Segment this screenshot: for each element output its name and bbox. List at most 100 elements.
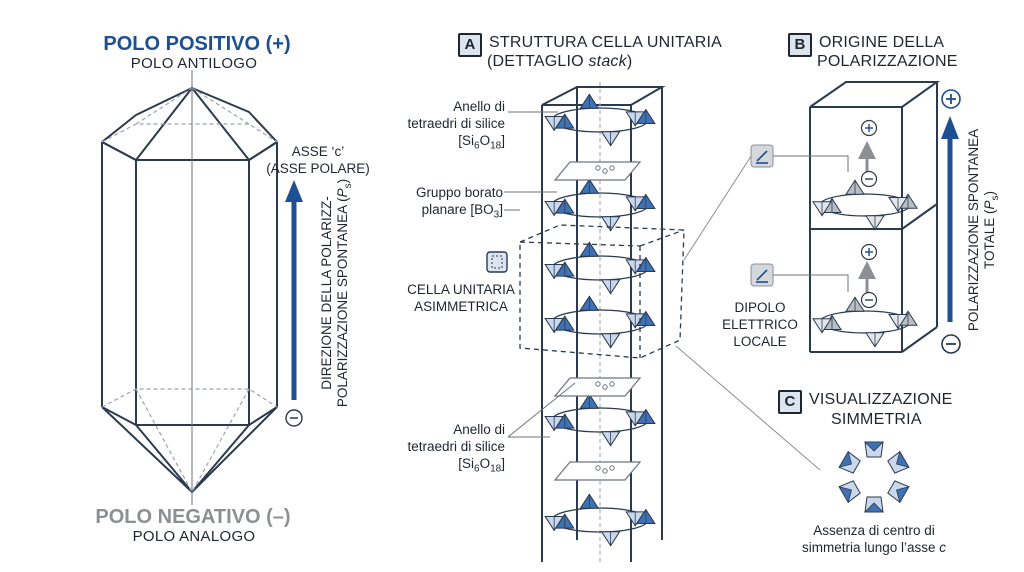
positive-pole-title: POLO POSITIVO (+)	[103, 33, 291, 55]
direction-symbol: P	[335, 188, 351, 198]
dipole-leaders	[773, 155, 849, 292]
ring-formula-top-sub1: 6	[474, 140, 480, 152]
total-label-line2: TOTALE (Ps)	[982, 129, 1004, 331]
polarization-boxes	[809, 81, 941, 353]
silica-ring	[544, 493, 656, 547]
section-b-title-line1: ORIGINE DELLA	[819, 34, 945, 51]
asymmetric-cell-label: CELLA UNITARIA ASIMMETRICA	[407, 281, 515, 315]
ring-formula-top-part3: ]	[501, 133, 505, 148]
borate-label-line2: planare [BO3]	[416, 201, 503, 224]
symmetry-caption-line2: simmetria lungo l’asse c	[802, 539, 946, 556]
dipole-label-line1: DIPOLO	[734, 300, 786, 315]
rosette-tetrahedron-face	[838, 486, 852, 504]
antilog-pole-label: POLO ANTILOGO	[130, 55, 258, 72]
stack-rings	[544, 93, 656, 547]
negative-pole-title: POLO NEGATIVO (–)	[95, 506, 291, 528]
symmetry-caption-text: simmetria lungo l’asse	[801, 540, 940, 555]
section-c-title: C VISUALIZZAZIONE	[778, 390, 952, 414]
section-a-badge: A	[458, 33, 482, 57]
origin-silica-ring	[812, 179, 918, 231]
dipole-charge-glyphs	[865, 124, 873, 301]
silica-ring	[544, 241, 656, 295]
direction-label-line2: POLARIZZAZIONE SPONTANEA (Ps)	[335, 179, 357, 407]
ring-formula-bottom-part1: [Si	[458, 456, 475, 471]
symmetry-caption: Assenza di centro di simmetria lungo l’a…	[802, 522, 946, 556]
borate-label-line1: Gruppo borato	[415, 185, 503, 200]
symmetry-rosette	[838, 441, 910, 513]
hexagonal-crystal	[101, 87, 278, 493]
cell-label-line1: CELLA UNITARIA	[407, 282, 515, 297]
ring-label-top-line2: tetraedri di silice	[407, 116, 505, 131]
ring-formula-bottom-sub1: 6	[474, 463, 480, 475]
ring-label-top-line1: Anello di	[453, 99, 505, 114]
section-c-title-line1: VISUALIZZAZIONE	[809, 391, 953, 408]
section-a-title-line1: STRUTTURA CELLA UNITARIA	[489, 34, 722, 51]
rosette-tetrahedron-face	[896, 486, 910, 504]
ring-formula-top: [Si6O18]	[407, 132, 505, 155]
section-a-subtitle-end: )	[626, 53, 633, 70]
total-label-sub: s	[989, 195, 1001, 201]
borate-planes	[553, 161, 642, 481]
polar-axis-label: ASSE ‘c’ (ASSE POLARE)	[266, 143, 370, 177]
origin-silica-ring	[812, 296, 918, 348]
borate-group-label: Gruppo borato planare [BO3]	[416, 184, 503, 224]
total-polarization-label: POLARIZZAZIONE SPONTANEA TOTALE (Ps)	[966, 129, 1004, 331]
direction-label-line1: DIREZIONE DELLA POLARIZZ-	[319, 196, 335, 390]
total-polarization-arrowhead	[941, 116, 959, 139]
borate-label-end: ]	[499, 202, 503, 217]
unit-cell-legend-icon	[486, 251, 508, 273]
section-a-subtitle: (DETTAGLIO stack)	[487, 52, 632, 71]
silica-ring-label-top: Anello di tetraedri di silice [Si6O18]	[407, 98, 505, 155]
dipole-label-line3: LOCALE	[733, 334, 787, 349]
local-dipole-label: DIPOLO ELETTRICO LOCALE	[722, 299, 798, 350]
section-a-subtitle-text: (DETTAGLIO	[487, 53, 589, 70]
dipole-label-line2: ELETTRICO	[722, 317, 798, 332]
polar-axis-label-line2: (ASSE POLARE)	[266, 161, 370, 176]
ring-formula-bottom-part2: O	[479, 456, 491, 471]
rosette-tetrahedron-face	[864, 441, 884, 452]
section-b-title-line2: POLARIZZAZIONE	[817, 53, 958, 70]
leader-to-origin-box	[683, 149, 756, 261]
total-label-end: )	[982, 190, 998, 196]
ring-formula-bottom-part3: ]	[501, 456, 505, 471]
total-label-line1: POLARIZZAZIONE SPONTANEA	[966, 128, 982, 332]
origin-rings	[812, 179, 918, 348]
section-c-badge: C	[778, 390, 802, 414]
rosette-tetrahedron-face	[864, 502, 884, 513]
direction-line2-end: )	[335, 178, 351, 184]
ring-formula-bottom-sub2: 18	[490, 463, 502, 475]
dipole-charges	[860, 119, 878, 309]
section-c-title-line2: SIMMETRIA	[831, 411, 922, 428]
direction-subscript: s	[342, 183, 354, 189]
rosette-tetrahedron-face	[896, 450, 910, 468]
direction-line2-text: POLARIZZAZIONE SPONTANEA (	[335, 197, 351, 408]
unit-cell-legend-inner	[491, 255, 503, 269]
ring-label-bottom-line1: Anello di	[453, 422, 505, 437]
symmetry-caption-line1: Assenza di centro di	[813, 523, 935, 538]
rosette-tetrahedron-face	[838, 450, 852, 468]
leader-to-symmetry	[675, 345, 821, 471]
ring-formula-top-part1: [Si	[458, 133, 475, 148]
ring-formula-top-sub2: 18	[490, 140, 502, 152]
borate-label-text: planare [BO	[421, 202, 494, 217]
total-label-text: TOTALE (	[982, 209, 998, 270]
dipole-icons	[750, 144, 774, 287]
silica-ring	[544, 178, 656, 232]
ring-label-bottom-line2: tetraedri di silice	[407, 439, 505, 454]
asymmetric-unit-cell-box	[519, 224, 685, 359]
total-label-symbol: P	[982, 200, 998, 210]
ring-formula-top-part2: O	[479, 133, 491, 148]
leader-lines-a	[504, 111, 576, 438]
silica-ring	[544, 93, 656, 147]
ring-formula-bottom: [Si6O18]	[407, 455, 505, 478]
borate-label-sub: 3	[493, 209, 500, 221]
polar-axis-arrowhead	[285, 180, 303, 202]
section-a-subtitle-italic: stack	[588, 53, 627, 70]
silica-ring	[544, 393, 656, 447]
section-a-title: A STRUTTURA CELLA UNITARIA	[458, 33, 722, 57]
polar-axis-label-line1: ASSE ‘c’	[291, 144, 345, 159]
cell-label-line2: ASIMMETRICA	[414, 299, 508, 314]
